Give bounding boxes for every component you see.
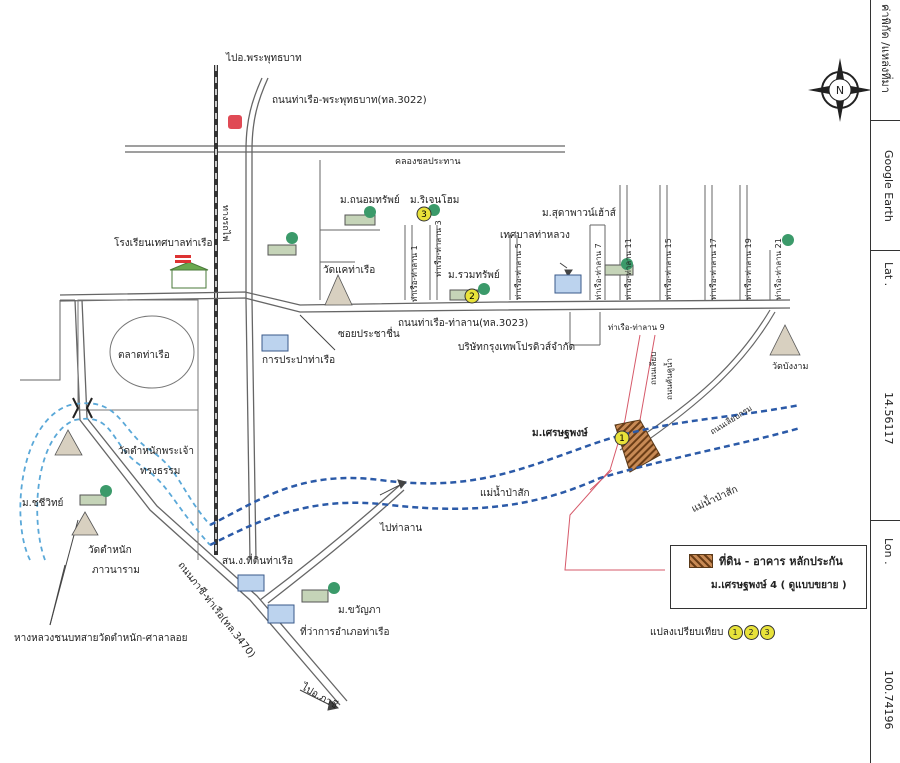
label-road-3022: ถนนท่าเรือ-พระพุทธบาท(ทล.3022) (272, 95, 427, 106)
label-road-right-a: ถนนเลียบ (649, 351, 658, 385)
label-soi-prachachuen: ซอยประชาชื่น (338, 329, 400, 340)
label-soi-1: ท่าเรือ-ท่าลาน 1 (410, 245, 419, 302)
legend-compare-2: 2 (743, 625, 759, 640)
river-branch (19, 402, 211, 561)
road-3022 (245, 77, 263, 561)
label-to-phraphutthabat: ไปอ.พระพุทธบาท (226, 53, 302, 64)
label-soi-19: ท่าเรือ-ท่าลาน 19 (744, 238, 753, 300)
label-wat-bangngam: วัดบังงาม (772, 362, 809, 372)
sidebar-lat-label: Lat . (882, 262, 895, 287)
label-soi-11: ท่าเรือ-ท่าลาน 11 (624, 238, 633, 300)
pasak-river (209, 403, 801, 547)
sidebar-coord-label: ค่าพิกัด /แหล่งที่มา (879, 4, 892, 93)
legend-compare-label: แปลงเปรียบเทียบ (650, 627, 724, 638)
market-circle (109, 315, 195, 389)
label-road-3023: ถนนท่าเรือ-ท่าลาน(ทล.3023) (398, 318, 529, 329)
waterworks-building (261, 334, 289, 352)
label-wat-phawana-2: ภาวนาราม (92, 565, 140, 576)
label-waterworks: การประปาท่าเรือ (262, 355, 336, 366)
legend-hatch-swatch (689, 554, 713, 568)
sidebar-lon-value: 100.74196 (882, 670, 895, 730)
location-map: N 3 2 1 (19, 58, 870, 711)
coordinate-sidebar: ค่าพิกัด /แหล่งที่มา Google Earth Lat . … (870, 0, 900, 763)
municipality-building (554, 274, 582, 294)
buildings (79, 115, 634, 624)
label-soi-3: ท่าเรือ-ท่าลาน 3 (434, 220, 443, 277)
label-land-office: สน.ง.ที่ดินท่าเรือ (222, 556, 294, 567)
label-m-kwanpa: ม.ขวัญภา (338, 605, 381, 616)
markers: 3 2 1 (416, 206, 630, 446)
label-m-rinchon: ม.ริเจนโฮม (410, 195, 460, 206)
legend-compare-3: 3 (759, 625, 775, 640)
label-wat-tamnak-2: ทรงธรรม (140, 466, 181, 477)
label-dirt-road: หางหลวงชนบทสายวัดตำหนัก-ศาลาลอย (14, 633, 188, 644)
label-canal: คลองชลประทาน (395, 157, 461, 167)
label-m-ruamsap: ม.รวมทรัพย์ (448, 270, 500, 281)
compass-rose-icon: N (808, 58, 870, 122)
label-m-chuwit: ม.ชชีวิทย์ (22, 498, 64, 509)
canal (125, 145, 565, 153)
marker-subject: 1 (619, 434, 625, 444)
sois (319, 160, 771, 346)
label-to-thalan: ไปท่าลาน (380, 523, 423, 534)
direction-arrows (49, 262, 573, 711)
label-wat-tharuea: วัดแคท่าเรือ (323, 265, 376, 276)
label-soi-9: ท่าเรือ-ท่าลาน 9 (608, 323, 665, 332)
label-soi-21: ท่าเรือ-ท่าลาน 21 (774, 238, 783, 300)
label-wat-phawana: วัดตำหนัก (88, 545, 132, 556)
road-3023 (59, 291, 791, 313)
label-market: ตลาดท่าเรือ (118, 350, 170, 361)
legend-subtitle: ม.เศรษฐพงษ์ 4 ( ดูแบบขยาย ) (711, 580, 847, 591)
label-district-office: ที่ว่าการอำเภอท่าเรือ (300, 627, 390, 638)
legend-title: ที่ดิน - อาคาร หลักประกัน (719, 555, 843, 568)
legend-compare-1: 1 (727, 625, 743, 640)
sidebar-lat-value: 14.56117 (882, 392, 895, 445)
land-office-building (237, 574, 265, 592)
label-m-setthaphong: ม.เศรษฐพงษ์ (532, 428, 588, 439)
label-company: บริษัทกรุงเทพโปรดิวส์จำกัด (458, 342, 576, 353)
label-railway: ทางรถไฟ (220, 205, 230, 242)
road-right (619, 309, 771, 451)
school-building (171, 269, 207, 289)
label-m-sutha: ม.สุดาพาวน์เฮ้าส์ (542, 208, 616, 219)
label-soi-15: ท่าเรือ-ท่าลาน 15 (664, 238, 673, 300)
district-office-building (267, 604, 295, 624)
label-school: โรงเรียนเทศบาลท่าเรือ (114, 238, 213, 249)
compass-letter: N (836, 84, 844, 97)
label-road-right-b: ถนนคันคูน้ำ (665, 358, 674, 400)
sidebar-lon-label: Lon . (882, 538, 895, 565)
temple-icons (54, 274, 801, 536)
legend-box: ที่ดิน - อาคาร หลักประกัน ม.เศรษฐพงษ์ 4 … (670, 545, 867, 609)
label-m-thanom: ม.ถนอมทรัพย์ (340, 195, 400, 206)
sidebar-source: Google Earth (882, 150, 895, 222)
label-municipality: เทศบาลท่าหลวง (500, 230, 570, 241)
subject-access-road (564, 334, 665, 571)
label-soi-17: ท่าเรือ-ท่าลาน 17 (709, 238, 718, 300)
tree-icons (100, 204, 794, 594)
label-wat-tamnak: วัดตำหนักพระเจ้า (118, 446, 194, 457)
road-to-thalan (259, 484, 401, 601)
label-soi-7: ท่าเรือ-ท่าลาน 7 (594, 243, 603, 300)
marker-3: 3 (421, 210, 427, 220)
label-pasak-1: แม่น้ำป่าสัก (480, 488, 530, 499)
label-soi-5: ท่าเรือ-ท่าลาน 5 (514, 243, 523, 300)
marker-2: 2 (469, 292, 475, 302)
